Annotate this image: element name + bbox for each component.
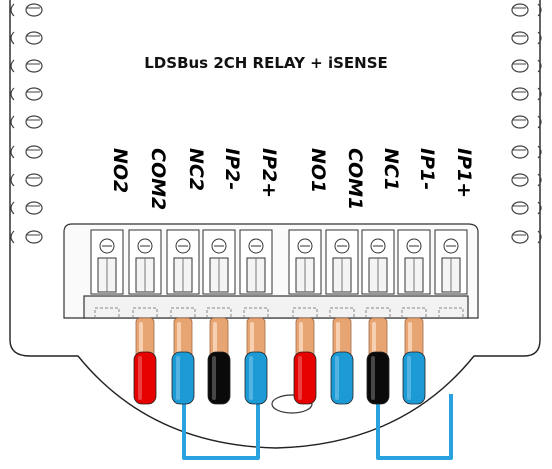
jumper-wire-right [376, 394, 453, 460]
vent-slot [511, 145, 542, 159]
screw-terminal [239, 229, 273, 318]
screw-terminals [90, 229, 468, 318]
device-enclosure [9, 0, 541, 449]
wire [207, 317, 231, 405]
wire [244, 317, 268, 405]
vent-slot [10, 173, 43, 187]
screw-terminal [166, 229, 200, 318]
terminal-labels: NO2 COM2 NC2 IP2- IP2+ NO1 COM1 NC1 IP1- IP1+ [109, 148, 475, 210]
jumper-wire-left [182, 394, 260, 460]
screw-terminal [397, 229, 431, 318]
screw-terminal [434, 229, 468, 318]
terminal-label: NO1 [307, 148, 329, 193]
screw-terminal [361, 229, 395, 318]
vent-slot [511, 173, 542, 187]
vent-slot [511, 3, 542, 17]
terminal-block-base [83, 295, 469, 319]
wire [293, 317, 317, 405]
wire [171, 317, 195, 405]
terminal-label: COM1 [344, 148, 366, 210]
terminal-label: NC1 [380, 148, 402, 191]
wire [402, 317, 426, 405]
screw-terminal [90, 229, 124, 318]
wire [133, 317, 157, 405]
jumper-wires [182, 394, 453, 460]
mounting-slot [271, 394, 313, 414]
terminal-label: IP2+ [258, 148, 280, 198]
screw-terminal [288, 229, 322, 318]
wire [330, 317, 354, 405]
vent-slot [10, 3, 43, 17]
vent-slot [511, 59, 542, 73]
vent-slot [10, 59, 43, 73]
wire [366, 317, 390, 405]
terminal-label: IP1- [416, 148, 438, 190]
vent-slot [511, 115, 542, 129]
vent-slot [10, 230, 43, 244]
screw-terminal [128, 229, 162, 318]
terminal-label: IP1+ [453, 148, 475, 198]
vent-slot [10, 201, 43, 215]
vent-slot [511, 87, 542, 101]
vent-slot [511, 201, 542, 215]
terminal-label: NO2 [109, 148, 131, 193]
vent-slot [10, 115, 43, 129]
terminal-label: NC2 [185, 148, 207, 191]
vent-slot [10, 145, 43, 159]
screw-terminal [202, 229, 236, 318]
vent-slot [511, 31, 542, 45]
right-vent-slots [511, 3, 542, 244]
vent-slot [10, 87, 43, 101]
vent-slot [511, 230, 542, 244]
enclosure-outline [9, 0, 541, 449]
vent-slot [10, 31, 43, 45]
terminal-label: IP2- [221, 148, 243, 190]
terminal-label: COM2 [147, 148, 169, 210]
wires [133, 317, 426, 405]
screw-terminal [325, 229, 359, 318]
left-vent-slots [10, 3, 43, 244]
device-title: LDSBus 2CH RELAY + iSENSE [144, 54, 388, 72]
